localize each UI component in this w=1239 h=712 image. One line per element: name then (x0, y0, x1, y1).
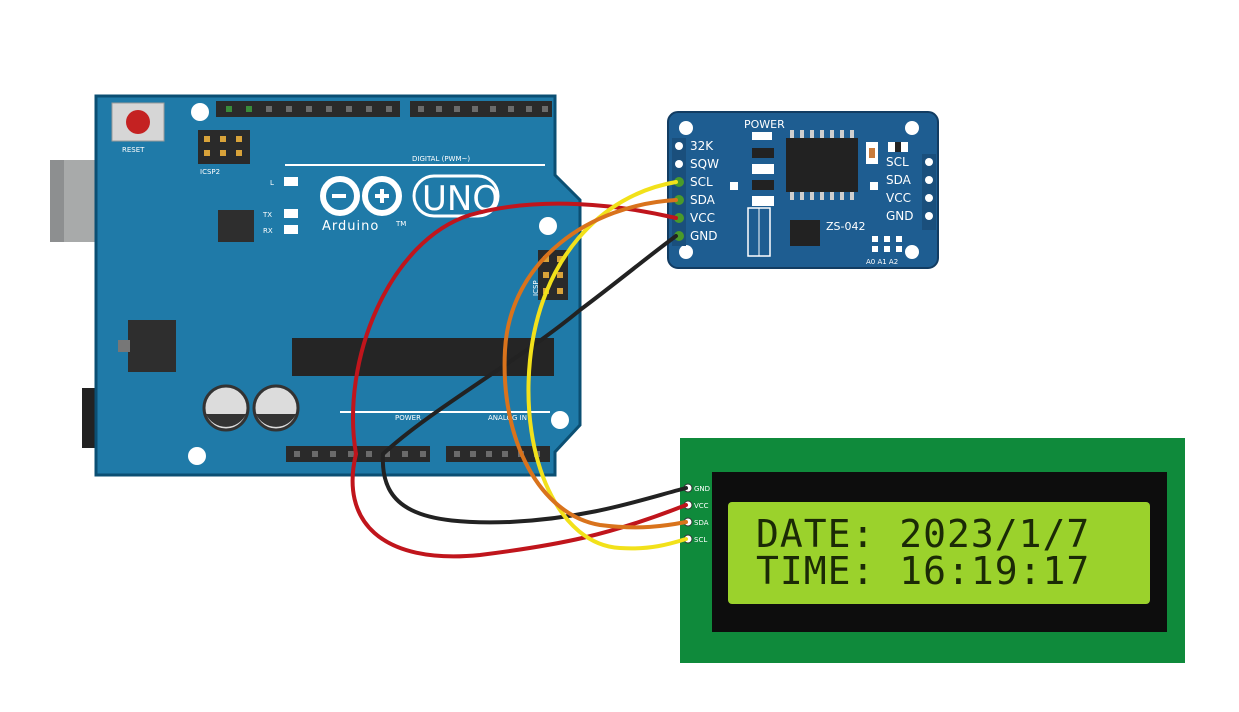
lcd-line-2: TIME: 16:19:17 (756, 549, 1090, 593)
rtc-pin-sqw: SQW (690, 157, 719, 171)
lcd-line-1: DATE: 2023/1/7 (756, 512, 1090, 556)
reset-label: RESET (122, 146, 145, 154)
wire-orange-sda (502, 198, 688, 530)
lcd-pin-gnd: GND (694, 485, 710, 493)
wire-black-arduino-lcd (380, 452, 688, 525)
atmega-chip (292, 338, 554, 376)
digital-header-right (410, 101, 552, 117)
voltage-regulator (128, 320, 176, 372)
board-body (94, 94, 582, 477)
rtc-right-pins: SCL SDA VCC GND (886, 154, 936, 230)
rx-led (284, 225, 298, 234)
rtc-pin-gnd: GND (690, 229, 718, 243)
lcd-pin-sda: SDA (694, 519, 709, 527)
rtc-pin-vcc: VCC (690, 211, 715, 225)
tm-label: TM (395, 220, 406, 228)
lcd-pin-vcc: VCC (694, 502, 709, 510)
rx-led-label: RX (263, 227, 273, 235)
lcd-screen (728, 502, 1150, 604)
rtc-right-pin-gnd: GND (886, 209, 914, 223)
rtc-pin-sda: SDA (690, 193, 716, 207)
rtc-module: POWER ZS-042 A0 A1 A2 (667, 111, 939, 269)
digital-label: DIGITAL (PWM~) (412, 155, 470, 163)
tx-led (284, 209, 298, 218)
l-led (284, 177, 298, 186)
icsp2-header: ICSP2 (198, 130, 250, 176)
icsp2-label: ICSP2 (200, 168, 220, 176)
usb-chip (218, 210, 254, 242)
power-label: POWER (395, 414, 421, 422)
rtc-pin-32k: 32K (690, 139, 714, 153)
rtc-right-pin-vcc: VCC (886, 191, 911, 205)
rtc-left-pins: 32K SQW SCL SDA VCC GND (672, 138, 719, 246)
rtc-right-pin-sda: SDA (886, 173, 912, 187)
icsp-label: ICSP (532, 280, 540, 296)
arduino-brand-label: Arduino (322, 219, 379, 234)
rtc-power-label: POWER (744, 118, 785, 131)
lcd-pin-scl: SCL (694, 536, 707, 544)
rtc-chip-label: ZS-042 (826, 220, 865, 233)
rtc-address-label: A0 A1 A2 (866, 258, 898, 266)
arduino-uno-board: RESET ICSP2 (50, 94, 582, 477)
rtc-pin-scl: SCL (690, 175, 713, 189)
capacitor-1 (202, 384, 250, 432)
rtc-chip (786, 138, 858, 192)
l-led-label: L (270, 179, 274, 187)
analog-label: ANALOG IN (488, 414, 527, 422)
tx-led-label: TX (262, 211, 272, 219)
wires (350, 180, 688, 559)
lcd-module: DATE: 2023/1/7 TIME: 16:19:17 GND VCC SD… (680, 438, 1185, 663)
rtc-right-pin-scl: SCL (886, 155, 909, 169)
uno-label: UNO (422, 179, 499, 219)
eeprom-chip (790, 220, 820, 246)
wire-black-arduino-rtc (381, 234, 678, 456)
capacitor-2 (252, 384, 300, 432)
digital-header-left (216, 101, 400, 117)
